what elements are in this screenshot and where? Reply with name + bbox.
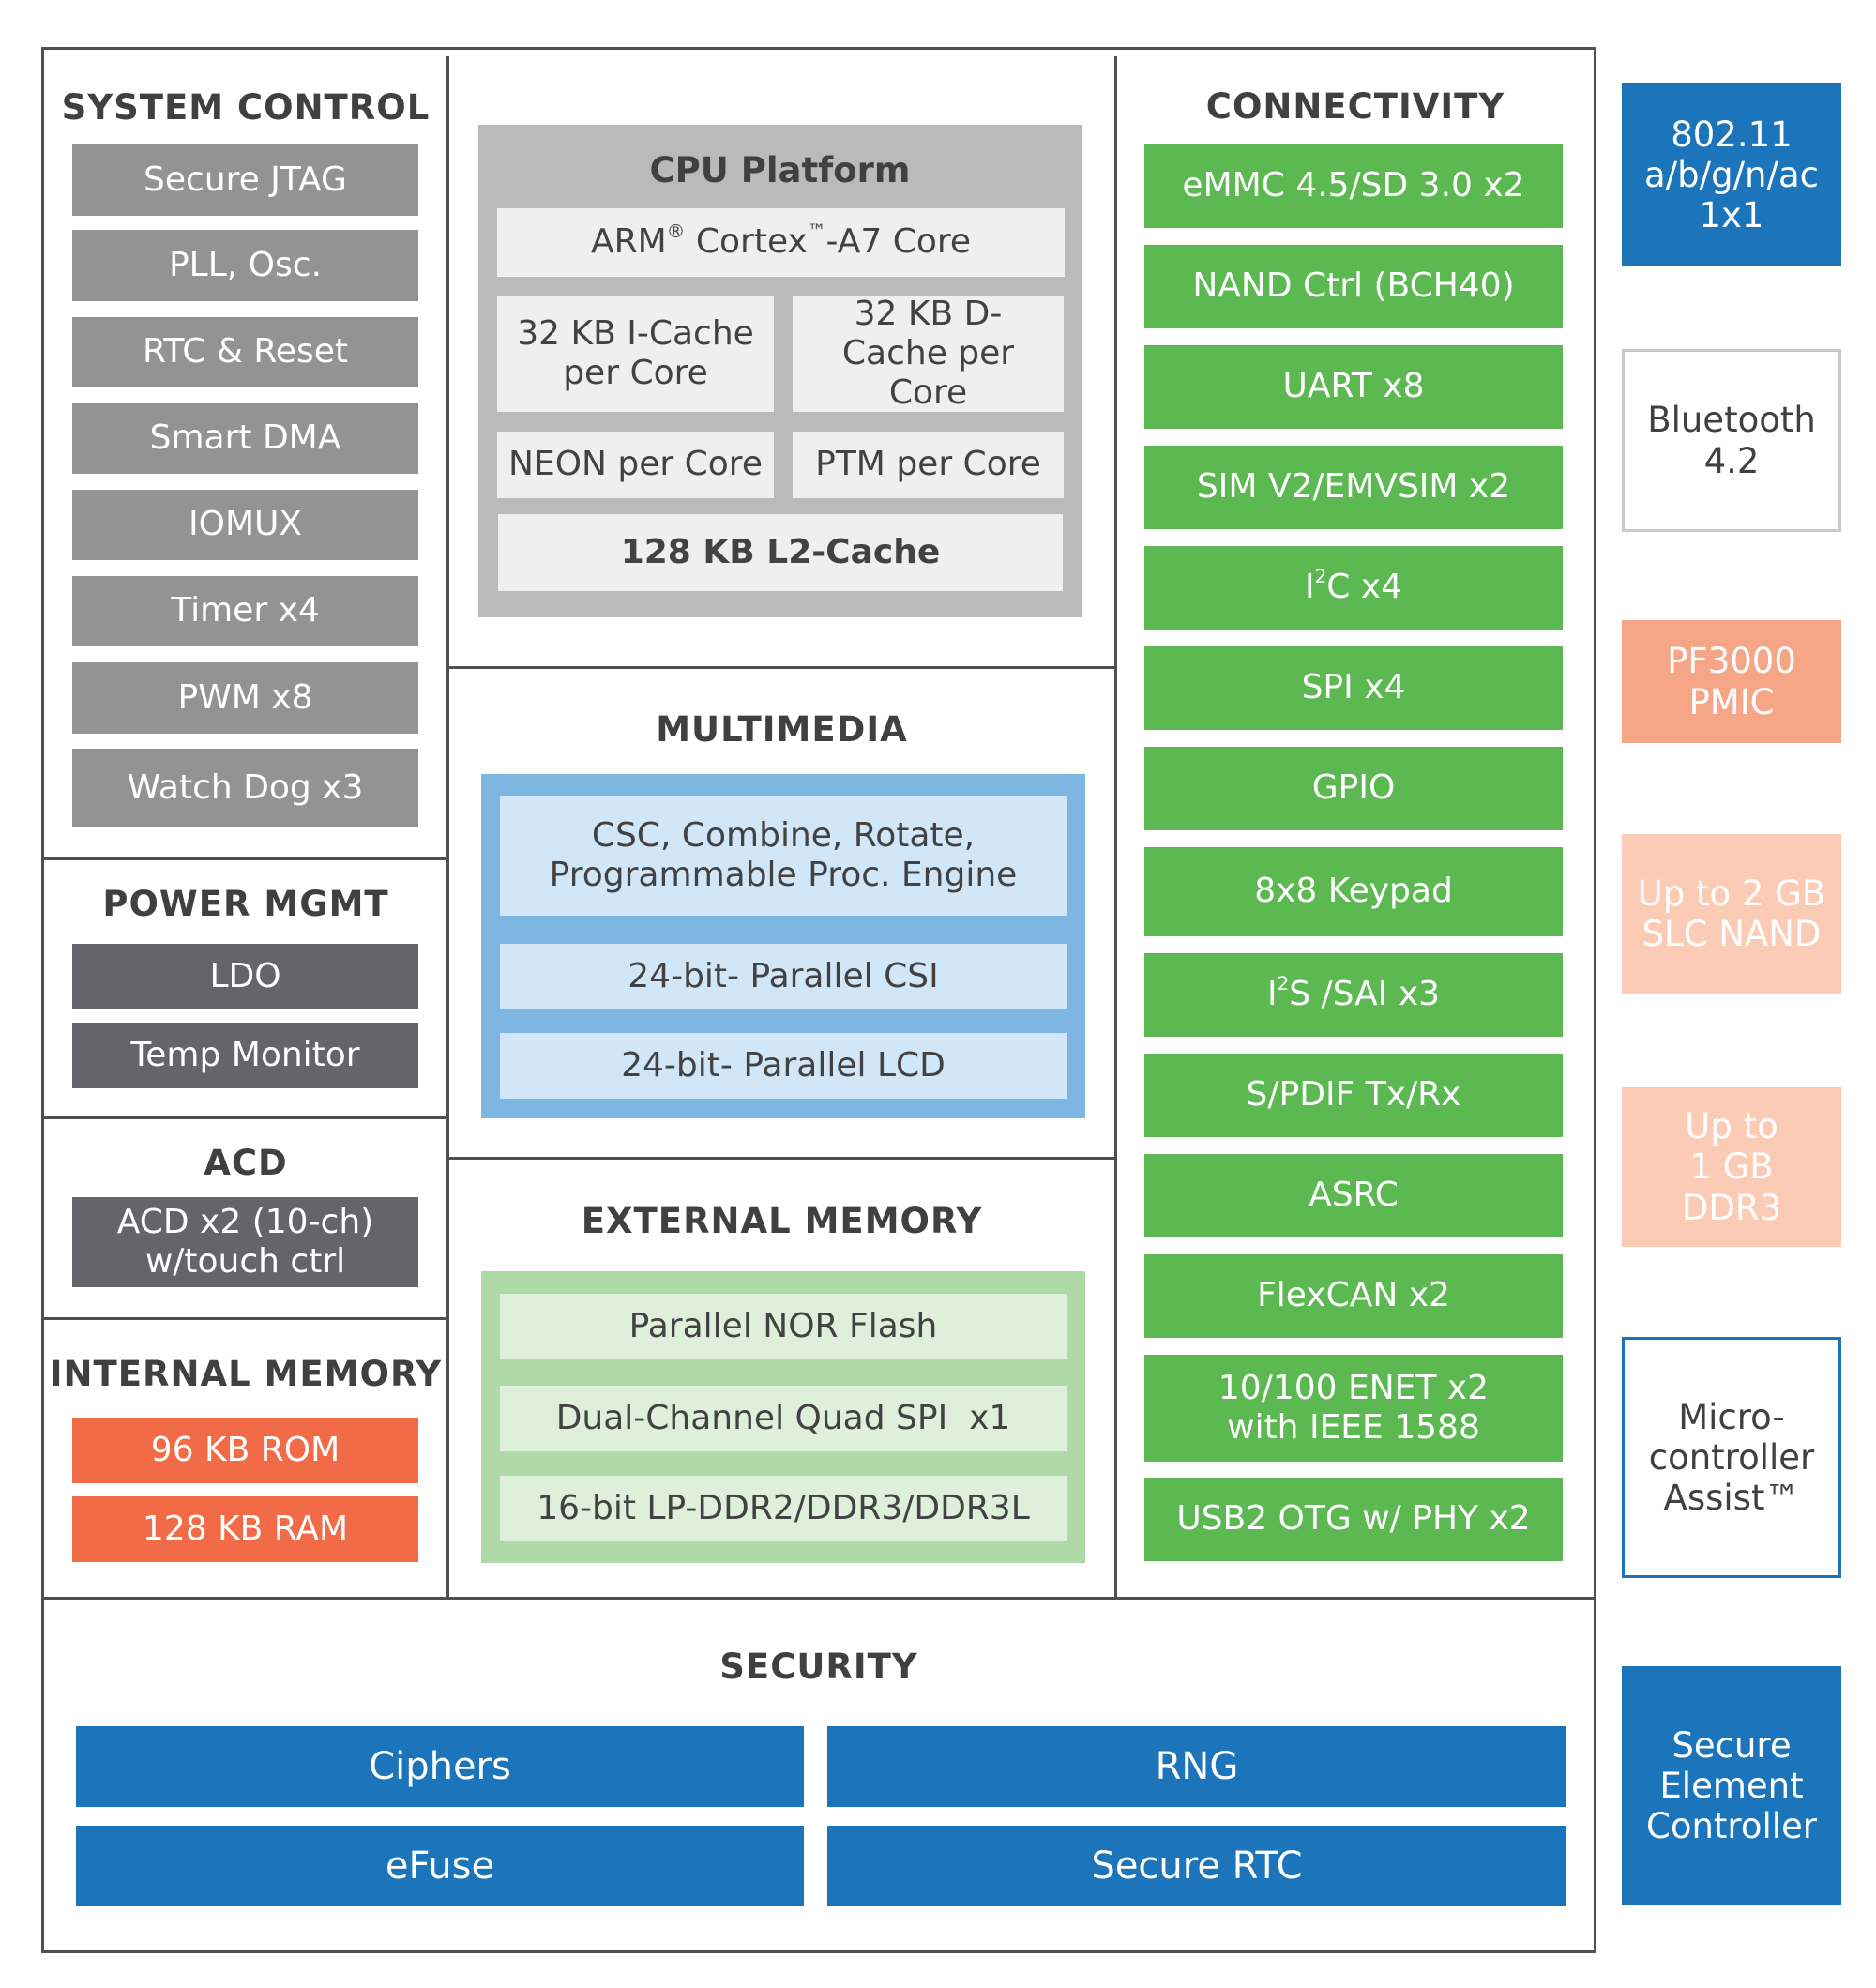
ptm-block: PTM per Core [793,432,1064,498]
power-mgmt-title: POWER MGMT [102,884,389,924]
pll-osc-block: PLL, Osc. [72,230,418,301]
divider-power-acd [41,1116,449,1119]
acd-block: ACD x2 (10-ch) w/touch ctrl [72,1197,418,1287]
acd-title: ACD [204,1143,288,1183]
pwm-block: PWM x8 [72,662,418,734]
security-title: SECURITY [719,1647,918,1687]
secure-jtag-block: Secure JTAG [72,144,418,216]
enet-block: 10/100 ENET x2 with IEEE 1588 [1144,1355,1563,1462]
frame-right [1594,47,1596,1953]
dcache-block: 32 KB D-Cache per Core [793,295,1064,412]
ram-block: 128 KB RAM [72,1496,418,1562]
i2c-block: I2C x4 [1144,546,1563,630]
ciphers-block: Ciphers [76,1726,804,1807]
i2c-label: I2C x4 [1304,566,1402,607]
emmc-block: eMMC 4.5/SD 3.0 x2 [1144,144,1563,228]
ldo-block: LDO [72,944,418,1009]
frame-left [41,47,44,1953]
smart-dma-block: Smart DMA [72,403,418,474]
neon-block: NEON per Core [497,432,774,498]
asrc-block: ASRC [1144,1154,1563,1237]
flexcan-block: FlexCAN x2 [1144,1254,1563,1338]
spdif-block: S/PDIF Tx/Rx [1144,1054,1563,1137]
nand-ctrl-block: NAND Ctrl (BCH40) [1144,245,1563,328]
arm-core-label: ARM® Cortex™-A7 Core [590,220,972,262]
mcu-assist-block: Micro-controller Assist™ [1622,1337,1841,1578]
timer-block: Timer x4 [72,576,418,646]
parallel-csi-block: 24-bit- Parallel CSI [500,944,1067,1009]
divider-mm-em [446,1157,1117,1160]
divider-acd-mem [41,1317,449,1320]
iomux-block: IOMUX [72,490,418,560]
i2s-label: I2S /SAI x3 [1266,973,1441,1014]
gpio-block: GPIO [1144,747,1563,830]
frame-top [41,47,1596,50]
secure-element-block: Secure Element Controller [1622,1666,1841,1905]
uart-block: UART x8 [1144,345,1563,429]
internal-memory-title: INTERNAL MEMORY [49,1354,443,1394]
ddr3-block: Up to 1 GB DDR3 [1622,1087,1841,1247]
spi-block: SPI x4 [1144,646,1563,730]
wifi-block: 802.11 a/b/g/n/ac 1x1 [1622,83,1841,266]
efuse-block: eFuse [76,1826,804,1906]
pmic-block: PF3000 PMIC [1622,620,1841,743]
keypad-block: 8x8 Keypad [1144,847,1563,936]
divider-col2 [1114,56,1117,1600]
cpu-platform-title: CPU Platform [649,150,911,190]
external-memory-title: EXTERNAL MEMORY [581,1201,983,1241]
system-control-title: SYSTEM CONTROL [61,87,431,128]
divider-col1 [446,56,449,1600]
l2-cache-block: 128 KB L2-Cache [498,514,1063,591]
nor-flash-block: Parallel NOR Flash [500,1294,1067,1359]
sim-block: SIM V2/EMVSIM x2 [1144,446,1563,529]
divider-sys-power [41,857,449,860]
rom-block: 96 KB ROM [72,1418,418,1483]
bluetooth-block: Bluetooth 4.2 [1622,349,1841,532]
icache-block: 32 KB I-Cache per Core [497,296,774,412]
csc-engine-block: CSC, Combine, Rotate, Programmable Proc.… [500,796,1067,916]
rng-block: RNG [827,1726,1566,1807]
i2s-sai-block: I2S /SAI x3 [1144,953,1563,1037]
slc-nand-block: Up to 2 GB SLC NAND [1622,834,1841,994]
watchdog-block: Watch Dog x3 [72,749,418,827]
quad-spi-block: Dual-Channel Quad SPI x1 [500,1386,1067,1451]
divider-security [41,1597,1596,1600]
secure-rtc-block: Secure RTC [827,1826,1566,1906]
rtc-reset-block: RTC & Reset [72,317,418,387]
usb-otg-block: USB2 OTG w/ PHY x2 [1144,1478,1563,1561]
connectivity-title: CONNECTIVITY [1205,86,1505,127]
arm-core-block: ARM® Cortex™-A7 Core [497,208,1065,277]
multimedia-title: MULTIMEDIA [656,709,908,750]
parallel-lcd-block: 24-bit- Parallel LCD [500,1033,1067,1099]
frame-bottom [41,1950,1596,1953]
lpddr-block: 16-bit LP-DDR2/DDR3/DDR3L [500,1476,1067,1541]
temp-monitor-block: Temp Monitor [72,1023,418,1088]
divider-cpu-mm [446,666,1117,669]
